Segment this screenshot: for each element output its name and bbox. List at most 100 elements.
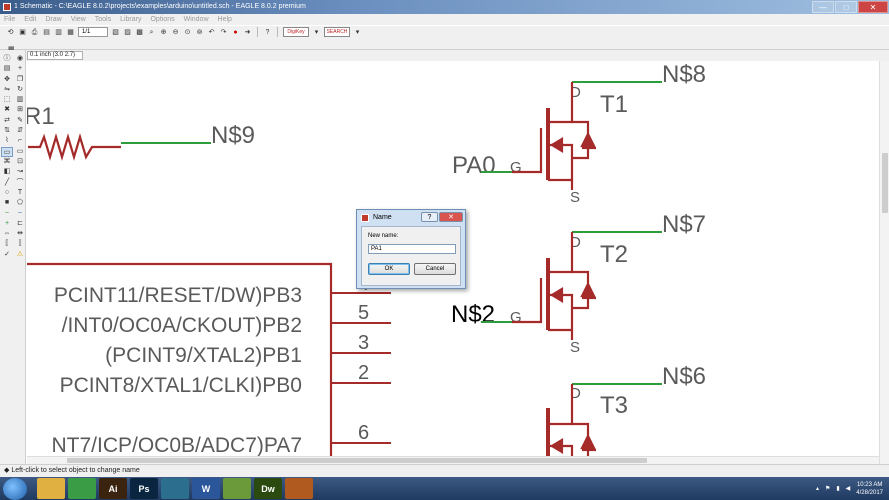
help-icon[interactable]: ? (265, 28, 270, 36)
taskbar-eagle-icon[interactable] (285, 478, 313, 499)
part-search-button[interactable]: SEARCH (324, 27, 350, 37)
mosfet-symbol-t1[interactable] (512, 82, 596, 190)
taskbar-illustrator-icon[interactable]: Ai (99, 478, 127, 499)
sheet-icon[interactable]: ▦ (67, 28, 74, 36)
grid-icon[interactable]: ▦ (8, 46, 15, 53)
zoom-fit-icon[interactable]: ⌕ (149, 28, 154, 36)
network-icon[interactable]: ▮ (836, 486, 840, 492)
dimension-icon[interactable]: ⇹ (17, 230, 23, 238)
wire-icon[interactable]: ╱ (4, 178, 10, 186)
zoom-out-icon[interactable]: ⊖ (172, 28, 179, 36)
info-icon[interactable]: ⓘ (3, 55, 11, 62)
net-label-n2-selected[interactable]: N$2 (451, 301, 495, 328)
text-icon[interactable]: T (17, 188, 23, 196)
taskbar-explorer-icon[interactable] (37, 478, 65, 499)
frame-icon[interactable]: ⟦ (5, 240, 9, 248)
cam-icon[interactable]: ▤ (43, 28, 50, 36)
paste-icon[interactable]: ▥ (16, 96, 24, 104)
taskbar-chrome-icon[interactable] (68, 478, 96, 499)
pinswap-icon[interactable]: ⇅ (4, 127, 10, 135)
menu-library[interactable]: Library (120, 16, 142, 23)
attribute-icon[interactable]: ⇔ (3, 230, 11, 238)
taskbar-photoshop-icon[interactable]: Ps (130, 478, 158, 499)
taskbar-app7-icon[interactable] (223, 478, 251, 499)
menu-options[interactable]: Options (150, 16, 175, 23)
errors-icon[interactable]: ⚠ (16, 250, 24, 258)
optimize-icon[interactable]: ◧ (3, 168, 11, 176)
mark-icon[interactable]: + (17, 65, 23, 73)
zoom-in-icon[interactable]: ⊕ (160, 28, 167, 36)
mirror-icon[interactable]: ⇋ (4, 85, 10, 93)
tray-up-icon[interactable]: ▴ (815, 486, 819, 492)
polygon-icon[interactable]: ⬠ (16, 199, 24, 207)
start-button[interactable] (3, 477, 27, 500)
net-icon[interactable]: ⎯ (5, 209, 9, 217)
arc-icon[interactable]: ⌒ (16, 178, 24, 186)
undo-icon[interactable]: ↶ (208, 28, 215, 36)
rotate-icon[interactable]: ↻ (17, 85, 23, 93)
chevron-down-icon[interactable]: ▾ (314, 28, 319, 36)
ulp-icon[interactable]: ▨ (124, 28, 131, 36)
smash-icon[interactable]: ⌘ (3, 157, 11, 165)
menu-window[interactable]: Window (183, 16, 209, 23)
route-icon[interactable]: ↝ (17, 168, 23, 176)
maximize-button[interactable]: □ (835, 1, 857, 13)
taskbar-dreamweaver-icon[interactable]: Dw (254, 478, 282, 499)
miter-icon[interactable]: ⌐ (17, 137, 23, 145)
script-icon[interactable]: ▧ (112, 28, 119, 36)
junction-icon[interactable]: + (4, 219, 10, 227)
ok-button[interactable]: OK (368, 263, 410, 275)
clock[interactable]: 10:23 AM 4/28/2017 (856, 481, 883, 497)
go-icon[interactable]: ➜ (244, 28, 251, 36)
cancel-button[interactable]: Cancel (414, 263, 456, 275)
show-icon[interactable]: ◉ (16, 55, 24, 62)
menu-edit[interactable]: Edit (24, 16, 37, 23)
split-icon[interactable]: ⌇ (5, 137, 9, 145)
replace-icon[interactable]: ⇄ (4, 116, 10, 124)
menu-help[interactable]: Help (217, 16, 232, 23)
vertical-scrollbar[interactable] (879, 61, 889, 464)
ripup-icon[interactable]: ⟧ (18, 240, 22, 248)
menu-tools[interactable]: Tools (94, 16, 112, 23)
print-icon[interactable]: ⎙ (31, 28, 38, 36)
delete-icon[interactable]: ✖ (4, 106, 10, 114)
dialog-help-button[interactable]: ? (421, 212, 438, 222)
group-icon[interactable]: ⬚ (3, 96, 11, 104)
add-icon[interactable]: ⊞ (17, 106, 23, 114)
zoom-select-icon[interactable]: ⊚ (196, 28, 203, 36)
minimize-button[interactable]: — (812, 1, 834, 13)
new-name-input[interactable]: PA1 (368, 244, 456, 254)
name-tool-icon[interactable]: ▭ (1, 146, 13, 157)
menu-view[interactable]: View (70, 16, 86, 23)
chevron-down-icon[interactable]: ▾ (355, 28, 360, 36)
taskbar-word-icon[interactable]: W (192, 478, 220, 499)
digikey-logo-button[interactable]: DigiKey (283, 27, 309, 37)
change-icon[interactable]: ✎ (17, 116, 23, 124)
gateswap-icon[interactable]: ⇵ (17, 127, 23, 135)
taskbar-app5-icon[interactable] (161, 478, 189, 499)
ic-body[interactable] (27, 262, 333, 464)
redo-icon[interactable]: ↷ (220, 28, 227, 36)
save-icon[interactable]: ▣ (19, 28, 26, 36)
volume-icon[interactable]: ◀ (845, 486, 851, 492)
horizontal-scroll-thumb[interactable] (67, 458, 647, 463)
erc-icon[interactable]: ✓ (4, 250, 10, 258)
copy-icon[interactable]: ❐ (16, 75, 24, 83)
invoke-icon[interactable]: ⊡ (17, 157, 23, 165)
horizontal-scrollbar[interactable] (27, 456, 879, 464)
display-icon[interactable]: ▤ (3, 65, 11, 73)
menu-draw[interactable]: Draw (45, 16, 62, 23)
circle-icon[interactable]: ○ (4, 188, 10, 196)
zoom-redraw-icon[interactable]: ⊙ (184, 28, 191, 36)
mosfet-symbol-t2[interactable] (512, 232, 596, 340)
menu-file[interactable]: File (4, 16, 16, 23)
resistor-symbol[interactable] (28, 133, 121, 161)
dialog-close-button[interactable]: ✕ (439, 212, 463, 222)
label-icon[interactable]: ⊏ (17, 219, 23, 227)
open-icon[interactable]: ⟲ (7, 28, 14, 36)
drc-icon[interactable]: ▩ (136, 28, 143, 36)
rect-icon[interactable]: ■ (4, 199, 10, 207)
sheet-select[interactable]: 1/1 (78, 27, 108, 37)
stop-icon[interactable]: ● (233, 28, 238, 36)
move-icon[interactable]: ✥ (4, 75, 10, 83)
